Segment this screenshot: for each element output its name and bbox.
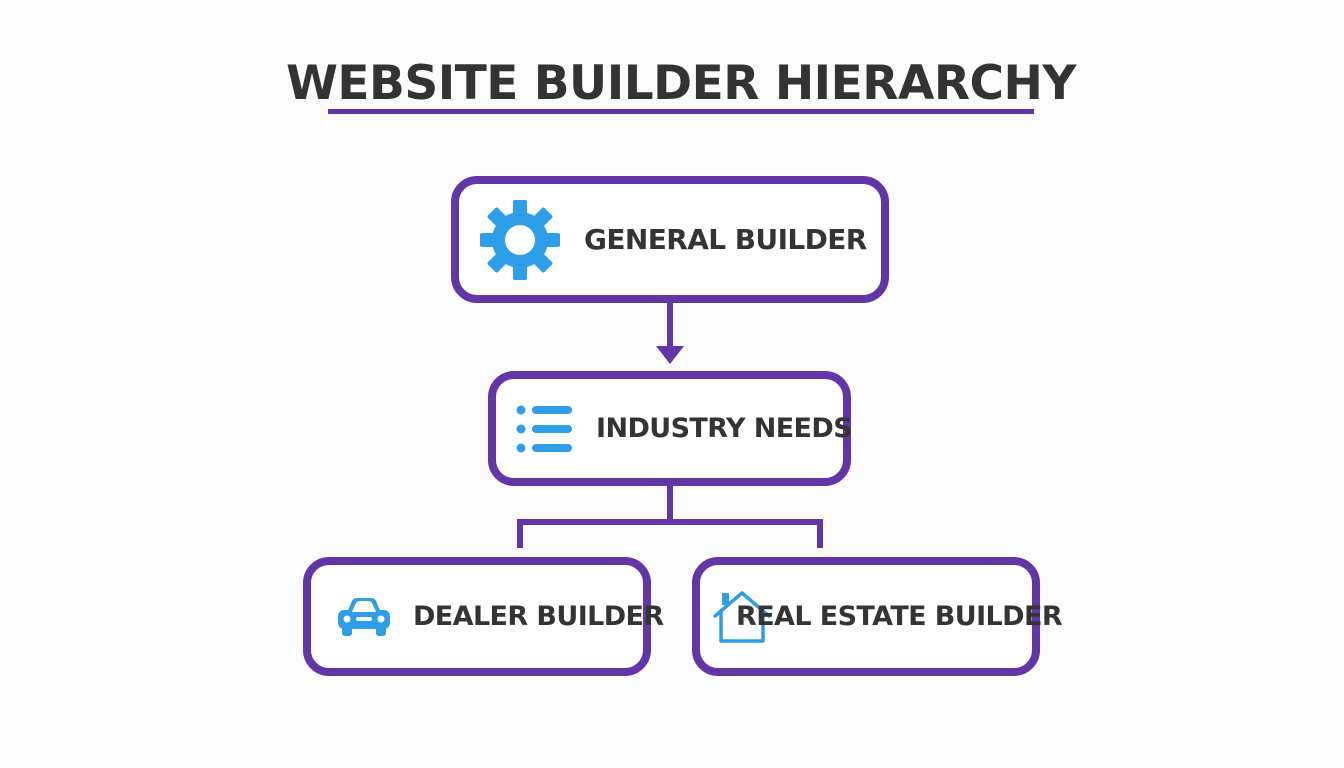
node-general-builder-label: GENERAL BUILDER: [584, 223, 867, 256]
gear-icon: [480, 199, 560, 280]
diagram-title: WEBSITE BUILDER HIERARCHY: [286, 56, 1076, 111]
node-real-estate-builder-label: REAL ESTATE BUILDER: [736, 601, 1063, 632]
node-dealer-builder: DEALER BUILDER: [303, 557, 664, 676]
node-dealer-builder-label: DEALER BUILDER: [413, 601, 664, 632]
edge-general-to-industry: [656, 302, 684, 364]
house-icon: [713, 590, 771, 643]
node-industry-needs: INDUSTRY NEEDS: [488, 371, 853, 486]
node-real-estate-builder: REAL ESTATE BUILDER: [692, 557, 1063, 676]
node-general-builder: GENERAL BUILDER: [451, 176, 889, 303]
edge-industry-to-children: [517, 485, 823, 548]
list-icon: [516, 405, 572, 452]
arrowhead: [656, 346, 684, 364]
car-icon: [338, 597, 390, 636]
node-industry-needs-label: INDUSTRY NEEDS: [596, 413, 853, 444]
title-underline: [328, 109, 1034, 114]
